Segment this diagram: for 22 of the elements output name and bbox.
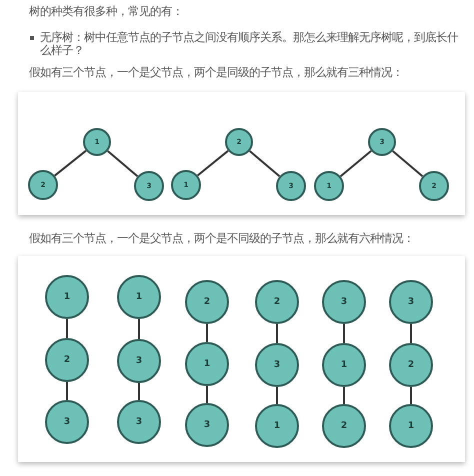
- connector-line: [343, 324, 345, 343]
- connector-line: [343, 387, 345, 404]
- connector-line: [392, 150, 424, 178]
- connector-line: [410, 324, 412, 343]
- connector-line: [138, 383, 140, 400]
- connector-line: [249, 150, 280, 178]
- connector-line: [196, 150, 229, 176]
- connector-line: [66, 319, 68, 338]
- connector-line: [206, 324, 208, 342]
- connector-line: [340, 150, 372, 178]
- intro-text: 树的种类有很多种，常见的有：: [29, 5, 184, 18]
- connector-line: [276, 387, 278, 404]
- paragraph-text: 假如有三个节点，一个是父节点，两个是不同级的子节点，那么就有六种情况：: [29, 232, 415, 245]
- paragraph-text: 假如有三个节点，一个是父节点，两个是同级的子节点，那么就有三种情况：: [29, 66, 404, 79]
- connector-line: [138, 319, 140, 339]
- connector-line: [66, 382, 68, 400]
- connector-line: [206, 386, 208, 403]
- list-item-text: 无序树：树中任意节点的子节点之间没有顺序关系。那怎么来理解无序树呢，到底长什么样子？: [40, 31, 460, 57]
- connector-line: [107, 150, 138, 178]
- connector-line: [54, 150, 87, 176]
- connector-line: [410, 387, 412, 404]
- connector-line: [276, 324, 278, 343]
